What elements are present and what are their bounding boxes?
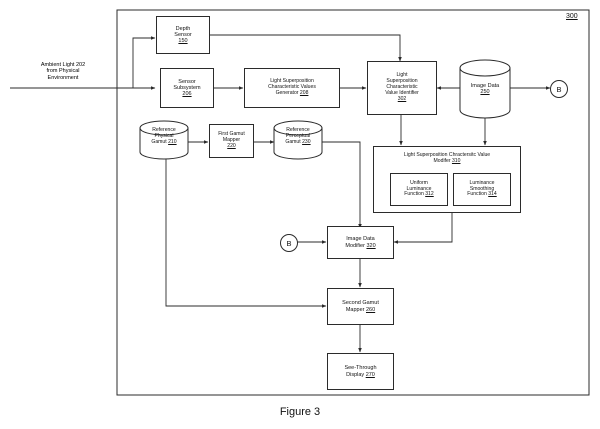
- node-luminance-smoothing-function[interactable]: Luminance Smoothing Function 314: [453, 173, 511, 206]
- value-identifier-line-1: Light: [396, 72, 408, 79]
- see-through-display-line-1: See-Through: [344, 365, 377, 372]
- reference-perceptual-gamut-label: Reference Perceptual Gamut 230: [274, 127, 322, 146]
- figure-caption: Figure 3: [279, 406, 321, 418]
- node-value-identifier[interactable]: Light Superposition Characteristic Value…: [367, 61, 437, 115]
- reference-perceptual-gamut-line-2: Perceptual: [285, 132, 311, 139]
- depth-sensor-line-1: Depth: [175, 25, 191, 32]
- values-generator-numeral: 208: [299, 89, 309, 96]
- figure-reference-numeral: 300: [566, 13, 578, 20]
- value-identifier-numeral: 302: [397, 95, 407, 102]
- see-through-display-line-2: Display: [346, 371, 366, 378]
- sensor-subsystem-line-2: Subsystem: [173, 84, 201, 91]
- reference-physical-gamut-numeral: 210: [168, 138, 177, 145]
- image-data-line-1: Image Data: [470, 83, 500, 89]
- value-modifier-numeral: 310: [451, 157, 461, 164]
- image-data-modifier-line-2: Modifier: [345, 242, 367, 249]
- first-gamut-mapper-numeral: 220: [227, 142, 236, 149]
- node-image-data-modifier[interactable]: Image Data Modifier 320: [327, 226, 394, 259]
- depth-sensor-line-2: Sensor: [174, 31, 192, 38]
- sensor-subsystem-line-1: Sensor: [178, 78, 196, 85]
- ambient-light-line-2: from Physical: [46, 68, 80, 75]
- node-depth-sensor[interactable]: Depth Sensor 150: [156, 16, 210, 54]
- reference-perceptual-gamut-cylinder: [273, 120, 323, 160]
- luminance-smoothing-line-2: Smoothing: [469, 185, 495, 192]
- node-values-generator[interactable]: Light Superposition Characteristic Value…: [244, 68, 340, 108]
- ambient-light-label: Ambient Light 202 from Physical Environm…: [8, 62, 118, 81]
- luminance-smoothing-numeral: 314: [488, 191, 497, 198]
- see-through-display-numeral: 270: [365, 371, 375, 378]
- ambient-light-line-1: Ambient Light 202: [40, 62, 86, 68]
- first-gamut-mapper-line-1: First Gamut: [218, 131, 245, 138]
- uniform-luminance-line-3: Function: [404, 191, 426, 198]
- values-generator-line-1: Light Superposition: [270, 78, 314, 85]
- reference-physical-gamut-line-2: Physical: [154, 132, 174, 139]
- second-gamut-mapper-line-2: Mapper: [345, 306, 366, 313]
- reference-physical-gamut-label: Reference Physical Gamut 210: [140, 127, 188, 146]
- uniform-luminance-line-2: Luminance: [406, 185, 432, 192]
- node-uniform-luminance-function[interactable]: Uniform Luminance Function 312: [390, 173, 448, 206]
- image-data-numeral: 250: [480, 89, 490, 96]
- values-generator-line-3: Generator: [275, 89, 300, 96]
- image-data-modifier-line-1: Image Data: [346, 236, 375, 243]
- luminance-smoothing-line-1: Luminance: [469, 179, 495, 186]
- node-second-gamut-mapper[interactable]: Second Gamut Mapper 260: [327, 288, 394, 325]
- ambient-light-line-3: Environment: [47, 74, 79, 81]
- node-first-gamut-mapper[interactable]: First Gamut Mapper 220: [209, 124, 254, 158]
- reference-physical-gamut-cylinder: [139, 120, 189, 160]
- uniform-luminance-line-1: Uniform: [410, 179, 428, 186]
- value-modifier-line-2: Modifer: [433, 157, 452, 164]
- connector-lines: [10, 34, 551, 353]
- value-identifier-line-3: Characteristic: [386, 84, 418, 91]
- node-value-modifier-group[interactable]: Light Superposition Chractersitc Value M…: [373, 146, 521, 213]
- reference-perceptual-gamut-numeral: 230: [302, 138, 311, 145]
- connector-badge-b-left[interactable]: B: [280, 234, 298, 252]
- image-data-modifier-numeral: 320: [366, 242, 376, 249]
- value-modifier-line-1: Light Superposition Chractersitc Value: [403, 152, 491, 158]
- image-data-cylinder: [459, 59, 511, 119]
- values-generator-line-2: Characteristic Values: [268, 84, 316, 91]
- luminance-smoothing-line-3: Function: [467, 191, 489, 198]
- value-identifier-line-4: Value Identifier: [385, 89, 419, 96]
- node-see-through-display[interactable]: See-Through Display 270: [327, 353, 394, 390]
- sensor-subsystem-numeral: 206: [182, 91, 192, 98]
- reference-physical-gamut-line-3: Gamut: [151, 138, 169, 145]
- uniform-luminance-numeral: 312: [425, 191, 434, 198]
- value-identifier-line-2: Superposition: [386, 78, 418, 85]
- reference-physical-gamut-line-1: Reference: [152, 127, 176, 133]
- image-data-label: Image Data 250: [460, 83, 510, 96]
- first-gamut-mapper-line-2: Mapper: [222, 137, 241, 144]
- reference-perceptual-gamut-line-1: Reference: [286, 127, 310, 133]
- depth-sensor-numeral: 150: [178, 38, 188, 45]
- figure-border: [116, 9, 590, 396]
- node-sensor-subsystem[interactable]: Sensor Subsystem 206: [160, 68, 214, 108]
- second-gamut-mapper-numeral: 260: [366, 306, 376, 313]
- reference-perceptual-gamut-line-3: Gamut: [285, 138, 303, 145]
- connector-badge-b-right[interactable]: B: [550, 80, 568, 98]
- second-gamut-mapper-line-1: Second Gamut: [342, 300, 379, 307]
